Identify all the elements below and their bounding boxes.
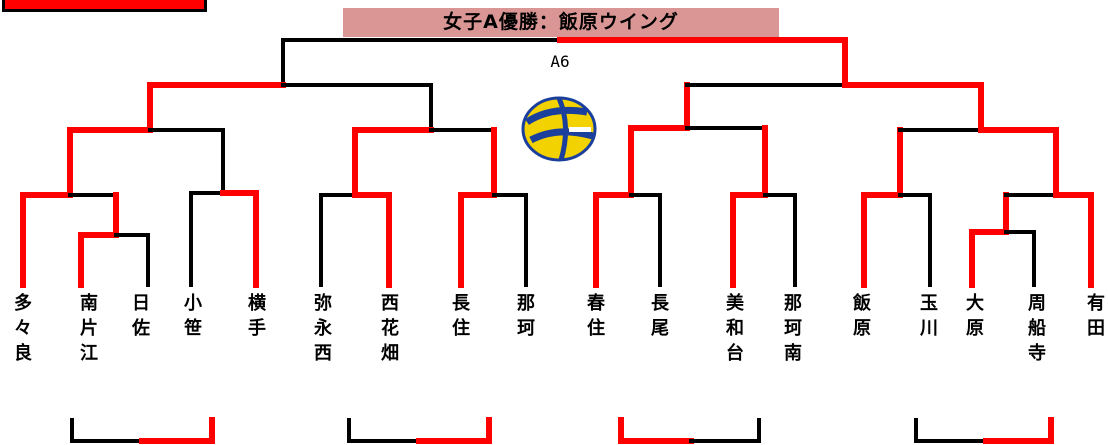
team-name: 南 片 江 xyxy=(80,293,98,364)
team-name: 日 佐 xyxy=(132,293,150,339)
team-name: 多 々 良 xyxy=(14,293,32,364)
team-name: 那 珂 南 xyxy=(784,293,802,364)
team-name: 弥 永 西 xyxy=(314,293,332,364)
corner-decoration xyxy=(2,0,207,12)
volleyball-icon xyxy=(521,96,597,162)
team-name: 西 花 畑 xyxy=(381,293,399,364)
team-name: 横 手 xyxy=(248,293,266,339)
champion-banner: 女子A優勝：飯原ウイング xyxy=(343,8,779,37)
team-name: 那 珂 xyxy=(517,293,535,339)
team-name: 有 田 xyxy=(1087,293,1105,339)
team-name: 小 笹 xyxy=(184,293,202,339)
team-name: 春 住 xyxy=(587,293,605,339)
team-name: 周 船 寺 xyxy=(1028,293,1046,364)
team-name: 飯 原 xyxy=(853,293,871,339)
team-name: 玉 川 xyxy=(920,293,938,339)
team-name: 長 尾 xyxy=(651,293,669,339)
team-name: 美 和 台 xyxy=(726,293,744,364)
team-name: 大 原 xyxy=(966,293,984,339)
team-name: 長 住 xyxy=(452,293,470,339)
final-match-label: A6 xyxy=(550,52,570,71)
